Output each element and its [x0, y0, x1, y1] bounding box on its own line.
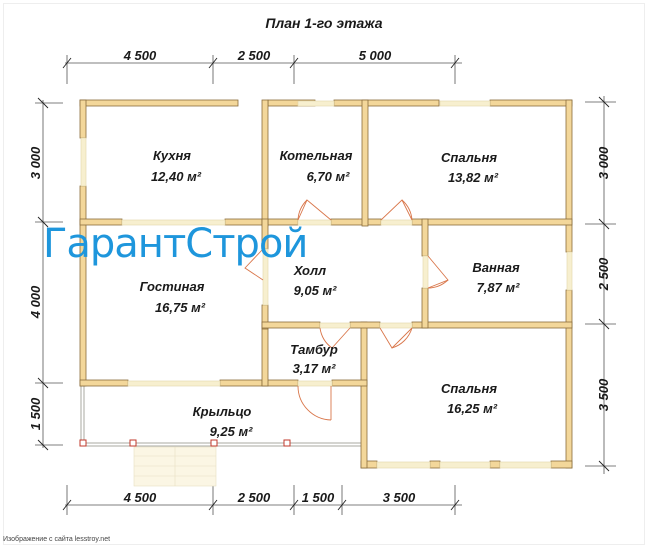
image-credit: Изображение с сайта lesstroy.net: [3, 536, 111, 543]
room-name-bathroom: Ванная: [472, 260, 520, 275]
door-swing: [244, 248, 264, 281]
dim-top-3: 5 000: [359, 48, 392, 63]
window: [439, 100, 491, 107]
room-area-bedroom-1: 13,82 м²: [448, 170, 499, 185]
right-dimensions: 3 000 2 500 3 500: [585, 96, 616, 474]
room-area-hall: 9,05 м²: [294, 283, 338, 298]
dim-top-1: 4 500: [123, 48, 157, 63]
room-area-living: 16,75 м²: [155, 300, 206, 315]
door-swing: [380, 199, 413, 221]
room-name-tambour: Тамбур: [290, 342, 338, 357]
windows: [80, 100, 573, 469]
room-area-porch: 9,25 м²: [210, 424, 254, 439]
dim-left-2: 4 000: [28, 285, 43, 319]
dim-left-3: 1 500: [28, 397, 43, 430]
plan-title: План 1-го этажа: [265, 15, 382, 31]
room-area-kitchen: 12,40 м²: [151, 169, 202, 184]
porch-stairs: [133, 446, 217, 487]
porch-post: [283, 439, 291, 447]
dim-right-1: 3 000: [596, 146, 611, 179]
room-name-bedroom-2: Спальня: [441, 381, 497, 396]
room-name-hall: Холл: [293, 263, 326, 278]
room-area-boiler: 6,70 м²: [307, 169, 351, 184]
door-swing: [297, 199, 332, 221]
dim-right-3: 3 500: [596, 378, 611, 411]
window: [566, 251, 573, 291]
room-name-bedroom-1: Спальня: [441, 150, 497, 165]
dim-right-2: 2 500: [596, 257, 611, 291]
window: [297, 100, 335, 107]
left-dimensions: 3 000 4 000 1 500: [28, 97, 63, 451]
window: [127, 380, 221, 387]
door-swing: [331, 327, 351, 349]
porch: [79, 382, 361, 487]
porch-post: [79, 439, 87, 447]
room-name-tambour-area: 3,17 м²: [293, 361, 337, 376]
top-dimensions: 4 500 2 500 5 000: [62, 48, 462, 84]
dim-top-2: 2 500: [237, 48, 271, 63]
dim-bottom-3: 1 500: [302, 490, 335, 505]
dim-bottom-2: 2 500: [237, 490, 271, 505]
porch-post: [129, 439, 137, 447]
room-name-living: Гостиная: [140, 279, 205, 294]
window: [80, 137, 87, 187]
room-name-kitchen: Кухня: [153, 148, 191, 163]
porch-post: [210, 439, 218, 447]
window: [439, 461, 491, 469]
dim-left-1: 3 000: [28, 146, 43, 179]
walls: [79, 99, 573, 469]
drawing-frame: [3, 3, 645, 545]
doors: [244, 199, 449, 421]
room-name-boiler: Котельная: [280, 148, 353, 163]
window: [376, 461, 431, 469]
door-swing: [427, 255, 449, 289]
dim-bottom-4: 3 500: [383, 490, 416, 505]
room-labels: Кухня 12,40 м² Котельная 6,70 м² Спальня…: [140, 148, 520, 439]
watermark-logo: ГарантСтрой: [43, 221, 308, 267]
room-area-bathroom: 7,87 м²: [477, 280, 521, 295]
bottom-dimensions: 4 500 2 500 1 500 3 500: [62, 485, 462, 515]
dim-bottom-1: 4 500: [123, 490, 157, 505]
window: [499, 461, 552, 469]
room-area-bedroom-2: 16,25 м²: [447, 401, 498, 416]
room-name-porch: Крыльцо: [193, 404, 252, 419]
